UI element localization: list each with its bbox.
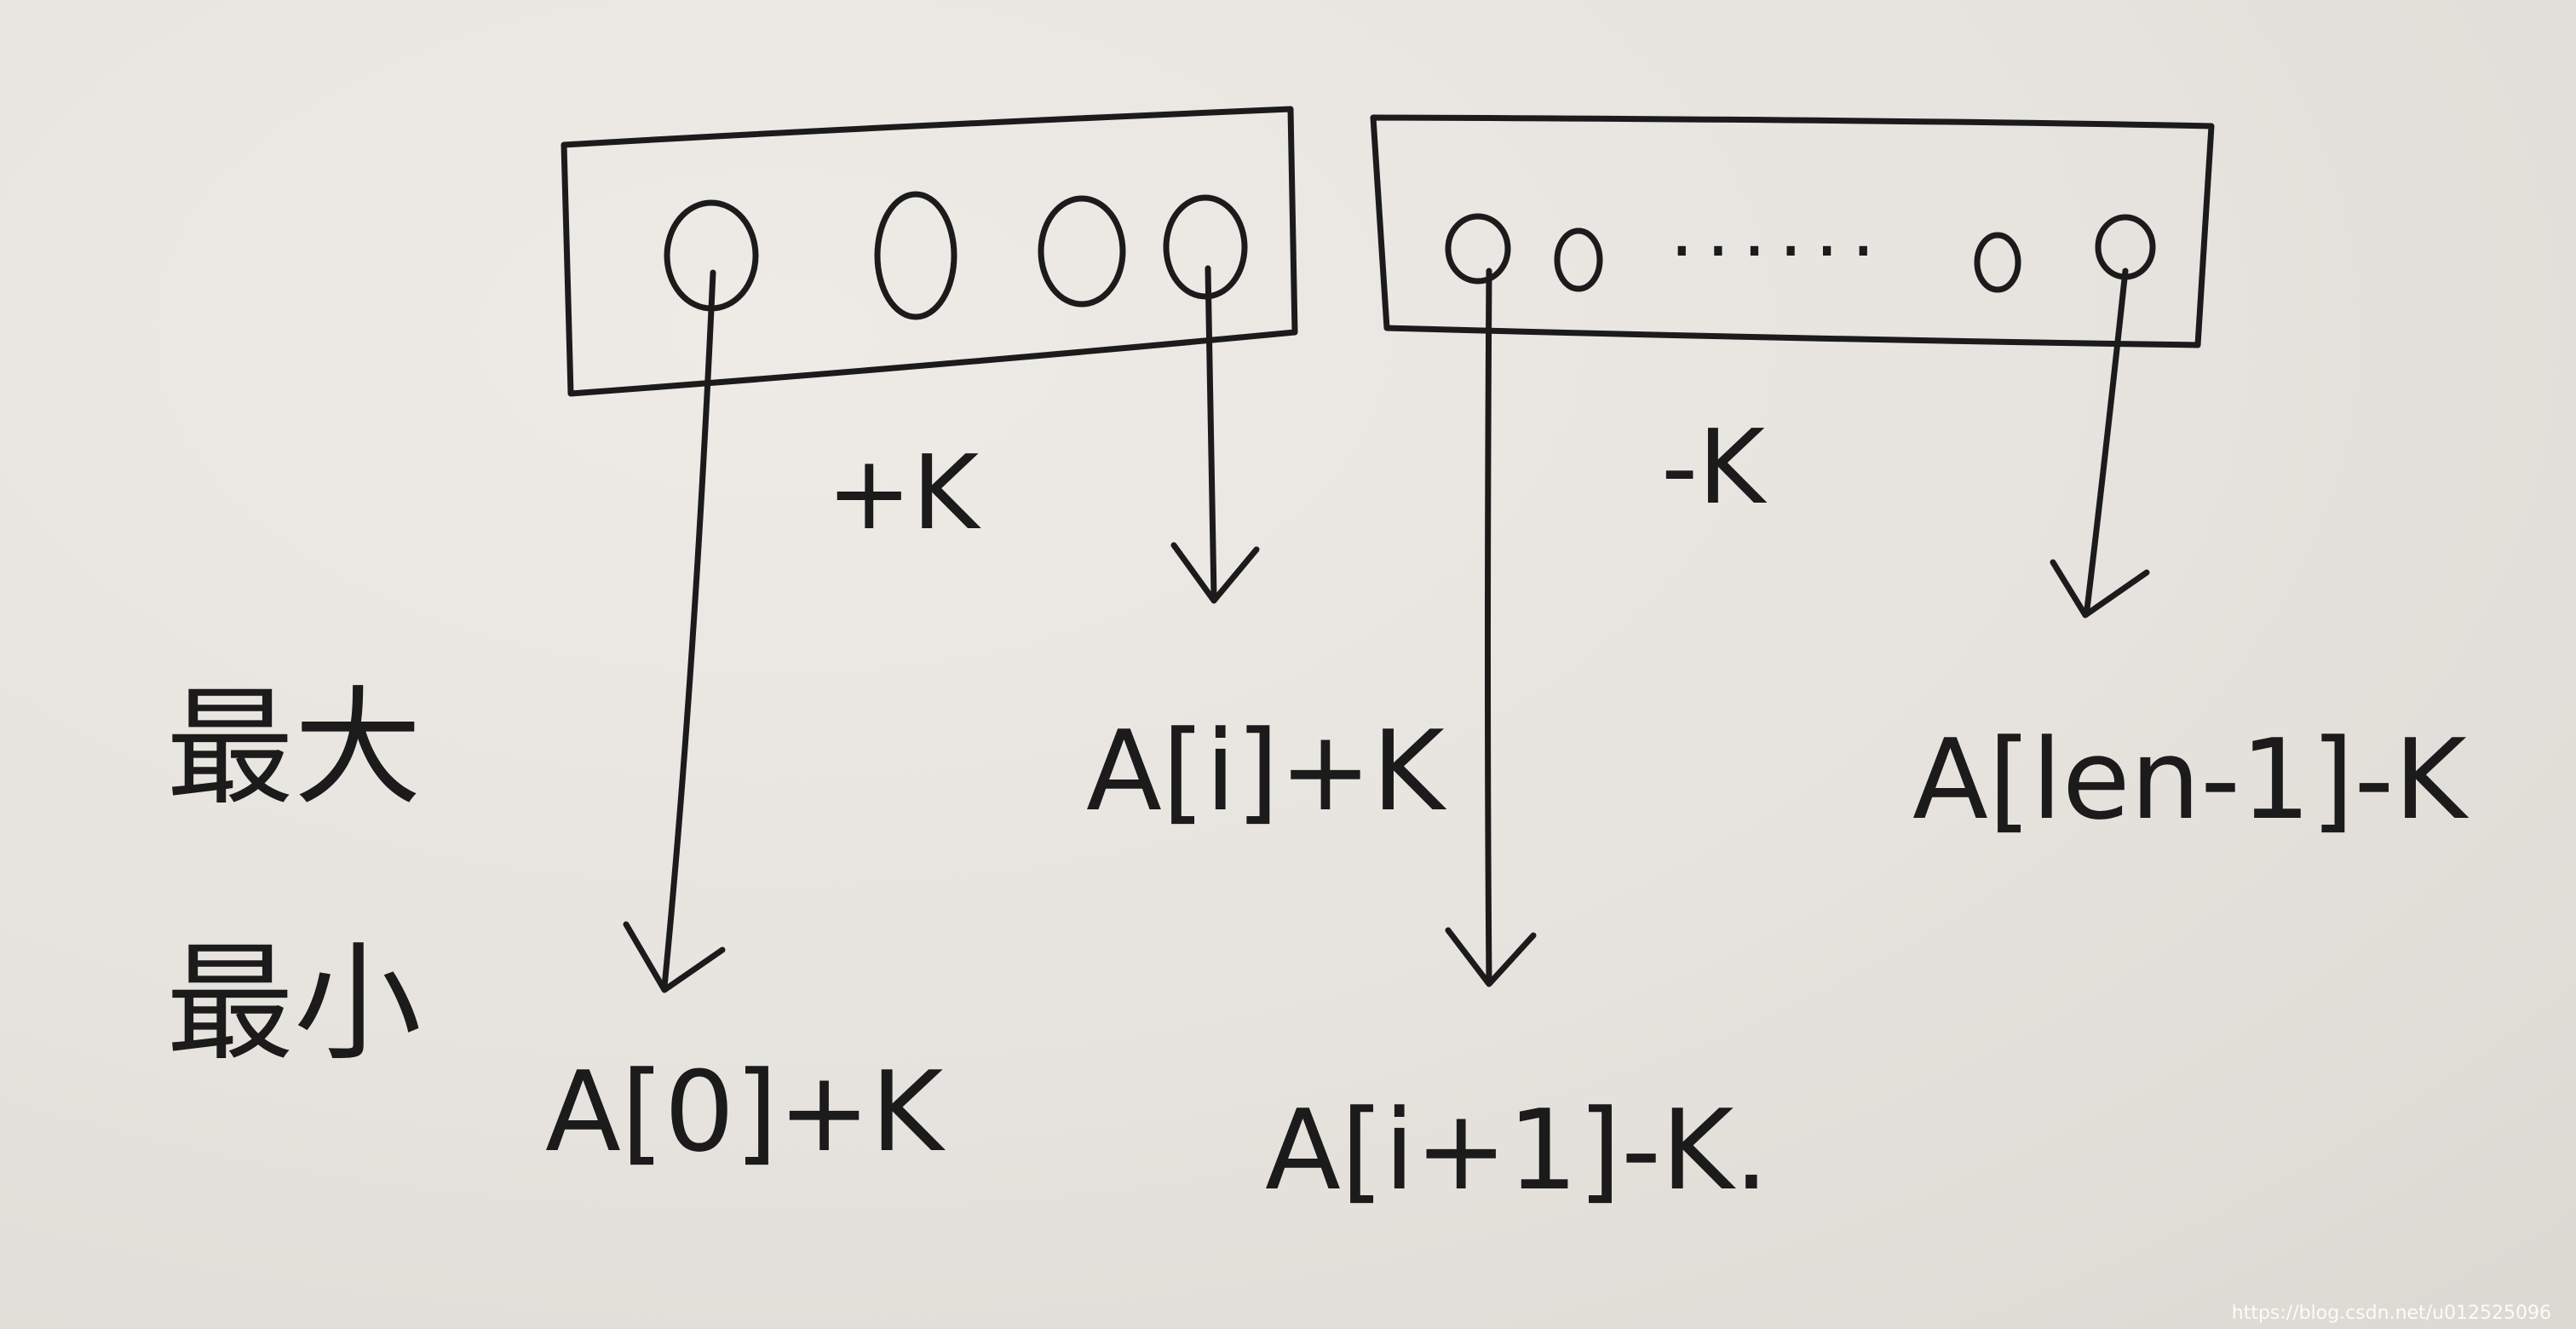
right-ellipsis: ...... [1670,185,1888,274]
right-group-label: -K [1661,409,1768,527]
alen-minus-k-label: A[len-1]-K [1912,715,2469,844]
ai-plus-k-label: A[i]+K [1086,706,1446,836]
arrow-to-a0-plus-k-head [623,921,726,993]
arrow-to-alen-minus-k-head [2050,559,2150,618]
left-circle-4 [1163,194,1248,300]
arrow-to-ai1-minus-k-head [1445,927,1537,987]
right-circle-4 [2095,214,2156,280]
watermark: https://blog.csdn.net/u012525096 [2232,1303,2551,1324]
left-circle-2 [874,191,957,320]
a0-plus-k-label: A[0]+K [545,1047,946,1177]
arrow-to-ai-plus-k-head [1170,542,1260,604]
right-group-box [1370,114,2215,348]
left-group-label: +K [826,434,982,553]
left-circle-3 [1038,195,1126,308]
arrow-to-ai-plus-k-line [1205,265,1217,600]
min-label: 最小 [166,930,422,1079]
ai1-minus-k-label: A[i+1]-K. [1265,1085,1769,1215]
arrow-to-alen-minus-k-line [2084,268,2129,613]
arrow-to-ai1-minus-k-line [1485,268,1492,983]
left-group-box [561,106,1298,397]
right-circle-3 [1974,232,2021,293]
right-circle-2 [1554,227,1603,292]
max-label: 最大 [166,675,422,823]
right-circle-1 [1445,213,1511,285]
arrow-to-a0-plus-k-line [661,269,716,990]
